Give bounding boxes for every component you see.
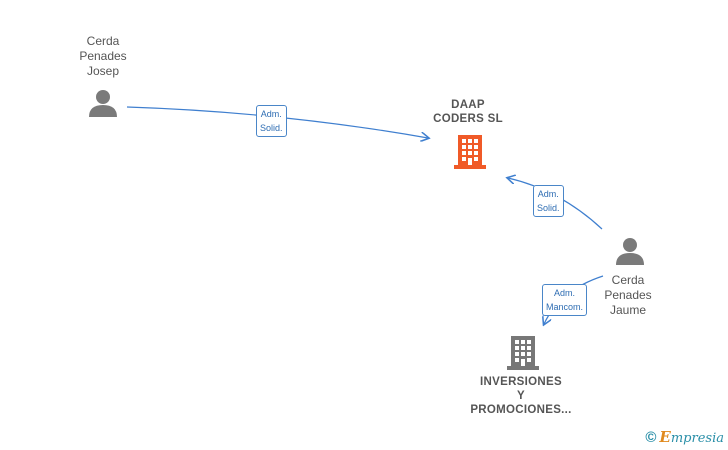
node-label-line: DAAP <box>451 99 485 111</box>
edge-label-line: Solid. <box>537 203 560 213</box>
edge-label-line: Adm. <box>260 109 282 119</box>
brand-name: mpresia <box>670 431 724 446</box>
edge-label-josep-daap: Adm. Solid. <box>256 105 287 137</box>
node-label-daap-coders: DAAP CODERS SL <box>433 98 503 126</box>
node-label-inversiones-y-promociones: INVERSIONES Y PROMOCIONES... <box>470 375 571 417</box>
edge-label-jaume-daap: Adm. Solid. <box>533 185 564 217</box>
edge-label-line: Adm. <box>537 189 559 199</box>
brand-logo: Empresia <box>659 428 724 446</box>
edge-label-line: Adm. <box>554 288 576 298</box>
person-icon[interactable] <box>615 237 645 265</box>
building-icon[interactable] <box>454 133 486 169</box>
footer-watermark: © Empresia <box>645 428 724 446</box>
node-label-line: Y <box>517 390 525 402</box>
node-label-line: Cerda <box>611 273 645 287</box>
node-label-line: Cerda <box>86 34 120 48</box>
edge-label-line: Mancom. <box>546 302 584 312</box>
node-label-line: Penades <box>604 288 652 302</box>
node-label-cerda-penades-jaume: Cerda Penades Jaume <box>604 273 651 318</box>
edge-label-line: Solid. <box>260 123 283 133</box>
node-label-line: Josep <box>86 64 120 78</box>
node-label-line: Penades <box>79 49 127 63</box>
edge-label-jaume-inversiones: Adm. Mancom. <box>542 284 588 316</box>
copyright-icon: © <box>645 428 657 446</box>
node-label-line: INVERSIONES <box>480 376 562 388</box>
node-label-line: Jaume <box>609 303 647 317</box>
building-icon[interactable] <box>507 334 539 370</box>
node-label-cerda-penades-josep: Cerda Penades Josep <box>79 34 126 79</box>
node-label-line: PROMOCIONES... <box>470 404 572 416</box>
node-label-line: CODERS SL <box>433 113 503 125</box>
person-icon[interactable] <box>88 89 118 117</box>
brand-initial: E <box>659 428 671 446</box>
